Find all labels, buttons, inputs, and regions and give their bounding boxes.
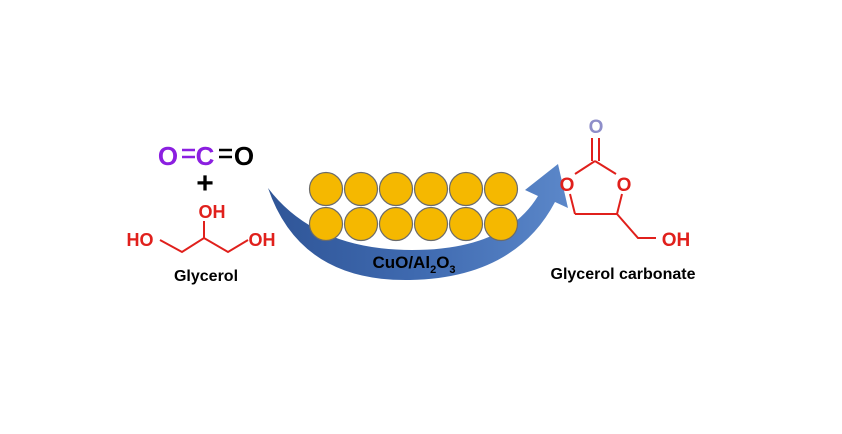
catalyst-label-mid: O xyxy=(436,253,449,272)
glycerol-molecule: OH HO OH Glycerol xyxy=(127,202,276,285)
co2-molecule: O C O xyxy=(158,141,254,171)
catalyst-label-main: CuO/Al xyxy=(372,253,430,272)
catalyst-label: CuO/Al2O3 xyxy=(372,253,455,276)
product-oh-group: OH xyxy=(662,230,691,251)
co2-carbon: C xyxy=(196,141,215,171)
side-chain xyxy=(616,213,656,239)
ring-bond-oright-c xyxy=(616,193,623,215)
co2-oxygen-left: O xyxy=(158,141,178,171)
catalyst-particle xyxy=(308,171,344,207)
glycerol-oh-left: HO xyxy=(127,230,154,250)
ring-oxygen-left: O xyxy=(560,175,575,196)
reaction-arrow xyxy=(268,164,568,281)
catalyst-particle xyxy=(483,171,519,207)
co2-oxygen-right: O xyxy=(234,141,254,171)
catalyst-particle xyxy=(378,171,414,207)
catalyst-particle xyxy=(448,206,484,242)
catalyst-particle xyxy=(413,206,449,242)
product-name: Glycerol carbonate xyxy=(551,266,696,283)
glycerol-oh-right: OH xyxy=(249,230,276,250)
carbonyl-oxygen: O xyxy=(589,117,604,138)
glycerol-name: Glycerol xyxy=(174,268,238,285)
catalyst-particle xyxy=(413,171,449,207)
ring-oxygen-right: O xyxy=(617,175,632,196)
catalyst-particles xyxy=(308,171,519,242)
catalyst-particle xyxy=(448,171,484,207)
ring-bond-c-oright xyxy=(594,160,617,175)
catalyst-subscript-1: 2 xyxy=(430,264,436,276)
glycerol-oh-top: OH xyxy=(199,202,226,222)
catalyst-particle xyxy=(378,206,414,242)
glycerol-carbonate-molecule: O O O OH Glycerol carbonate xyxy=(551,117,696,283)
catalyst-subscript-2: 3 xyxy=(449,264,455,276)
glycerol-backbone xyxy=(159,236,249,254)
ring-bond-c-oleft xyxy=(574,160,596,175)
catalyst-particle xyxy=(308,206,344,242)
catalyst-particle xyxy=(483,206,519,242)
catalyst-particle xyxy=(343,171,379,207)
plus-sign: + xyxy=(196,167,214,200)
catalyst-particle xyxy=(343,206,379,242)
ring-bond-oleft-c xyxy=(569,193,576,215)
